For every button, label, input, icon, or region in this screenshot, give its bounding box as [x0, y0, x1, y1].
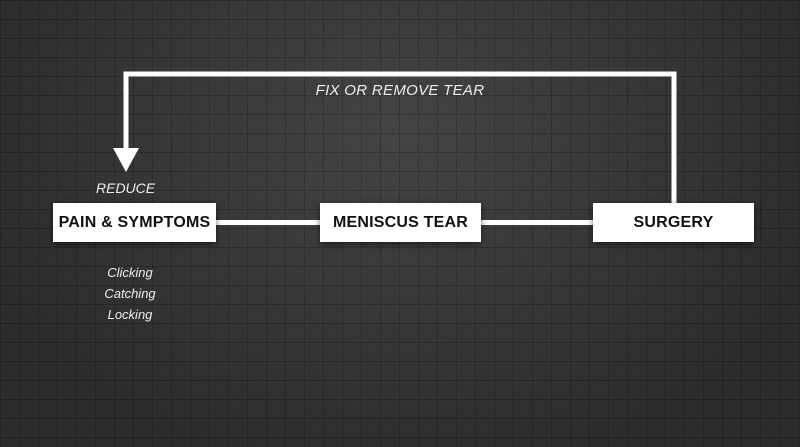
- node-surgery-label: SURGERY: [633, 213, 714, 231]
- reduce-label: REDUCE: [96, 180, 156, 196]
- loop-label: FIX OR REMOVE TEAR: [315, 82, 485, 99]
- loop-arrowhead-icon: [113, 148, 139, 172]
- feedback-loop-line: [123, 71, 677, 203]
- node-pain-label: PAIN & SYMPTOMS: [58, 213, 211, 231]
- node-pain-and-symptoms: PAIN & SYMPTOMS: [53, 203, 216, 242]
- symptom-list: Clicking Catching Locking: [90, 262, 170, 325]
- node-surgery: SURGERY: [593, 203, 754, 242]
- symptom-item: Clicking: [107, 265, 153, 280]
- symptom-item: Locking: [107, 307, 153, 322]
- node-tear-label: MENISCUS TEAR: [332, 213, 469, 231]
- node-meniscus-tear: MENISCUS TEAR: [320, 203, 481, 242]
- symptom-item: Catching: [104, 286, 156, 301]
